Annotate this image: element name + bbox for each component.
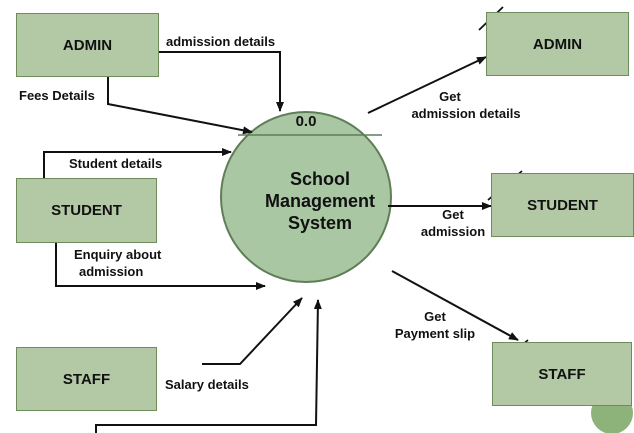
entity-student-source-label: STUDENT [51, 202, 122, 219]
entity-admin-source-label: ADMIN [62, 36, 113, 54]
process-circle [220, 111, 392, 283]
label-admission-details: admission details [166, 34, 276, 49]
entity-student-dest: STUDENT [491, 173, 634, 237]
flow-salary-details [202, 297, 303, 365]
entity-admin-dest-label: ADMIN [532, 35, 583, 53]
entity-admin-source: ADMIN [16, 13, 159, 77]
label-fees-details: Fees Details [19, 88, 95, 103]
label-get-admission-details-line2: admission details [411, 106, 521, 121]
entity-staff-source: STAFF [16, 347, 157, 411]
label-salary-details: Salary details [165, 377, 249, 392]
flow-student-details [43, 148, 232, 178]
label-get-admission-details-line1: Get [439, 89, 461, 104]
entity-staff-dest-label: STAFF [538, 365, 586, 383]
label-get-admission-line2: admission [420, 224, 486, 239]
label-get-payment-line1: Get [424, 309, 446, 324]
flow-get-payment-slip [391, 270, 519, 341]
process-id: 0.0 [295, 113, 317, 130]
flow-staff-bottom [95, 299, 322, 433]
flow-get-admission-details [367, 56, 487, 114]
label-enquiry-line1: Enquiry about [74, 247, 162, 262]
label-student-details: Student details [69, 156, 163, 171]
entity-admin-dest: ADMIN [486, 12, 629, 76]
label-get-payment-line2: Payment slip [394, 326, 476, 341]
process-name: School Management System [264, 169, 376, 233]
label-get-admission-line1: Get [442, 207, 464, 222]
entity-student-dest-label: STUDENT [527, 196, 598, 214]
entity-staff-dest: STAFF [492, 342, 632, 406]
flow-fees-details [107, 77, 253, 135]
flow-admission-details [159, 51, 284, 112]
entity-student-source: STUDENT [16, 178, 157, 243]
entity-staff-source-label: STAFF [62, 370, 111, 388]
flow-enquiry [55, 243, 266, 290]
label-enquiry-line2: admission [79, 264, 144, 279]
